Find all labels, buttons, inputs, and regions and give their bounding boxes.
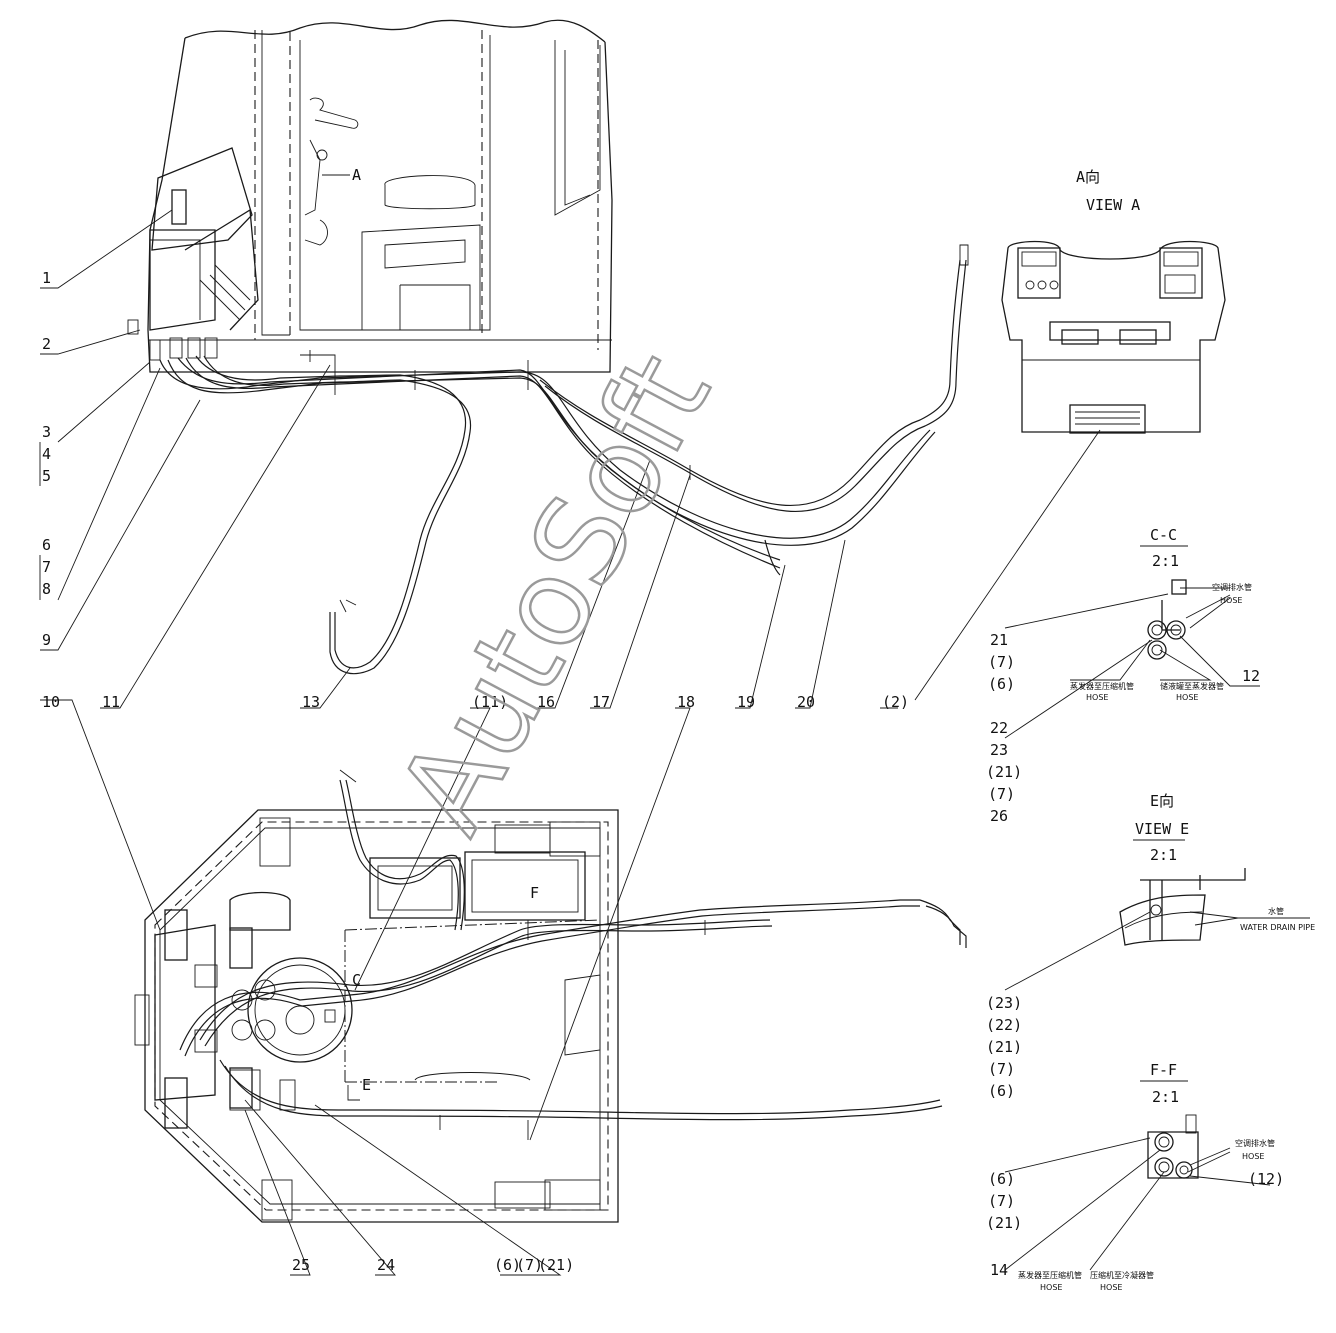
cc-note-drain-en: HOSE xyxy=(1220,596,1242,605)
callout-11-ref: (11) xyxy=(472,693,508,711)
callout-11: 11 xyxy=(102,693,120,711)
callout-13: 13 xyxy=(302,693,320,711)
steering-wheel-icon xyxy=(247,957,353,1063)
callout-6-ref-d: (6) xyxy=(494,1256,521,1274)
callout-23: 23 xyxy=(990,741,1008,759)
section-cc-scale: 2:1 xyxy=(1152,552,1179,570)
view-a-mark: A xyxy=(352,166,361,184)
ff-note-evap-cn: 蒸发器至压缩机管 xyxy=(1018,1270,1082,1280)
callout-7: 7 xyxy=(42,558,51,576)
callout-18: 18 xyxy=(677,693,695,711)
view-a-title-en: VIEW A xyxy=(1086,196,1140,214)
grille-icon xyxy=(1069,404,1146,434)
callout-22-ref: (22) xyxy=(986,1016,1022,1034)
callout-25: 25 xyxy=(292,1256,310,1274)
ff-note-comp-cn: 压缩机至冷凝器管 xyxy=(1090,1270,1154,1280)
callout-21-ref-c: (21) xyxy=(986,1214,1022,1232)
e-note-en: WATER DRAIN PIPE xyxy=(1240,923,1315,932)
callout-14: 14 xyxy=(990,1261,1008,1279)
cc-note-evap-cn: 蒸发器至压缩机管 xyxy=(1070,681,1134,691)
callout-9: 9 xyxy=(42,631,51,649)
cc-note-evap-en: HOSE xyxy=(1086,693,1108,702)
callout-6: 6 xyxy=(42,536,51,554)
vent-plan-bottom-icon xyxy=(164,1077,188,1129)
callout-21-ref-b: (21) xyxy=(986,1038,1022,1056)
view-e: E向 VIEW E 2:1 水管 WATER DRAIN PIPE xyxy=(1004,792,1315,991)
mark-c: C xyxy=(352,971,361,989)
callout-17: 17 xyxy=(592,693,610,711)
view-a: A向 VIEW A xyxy=(914,168,1226,701)
cab-side-view: A xyxy=(127,19,613,373)
callout-19: 19 xyxy=(737,693,755,711)
callout-6-ref-a: (6) xyxy=(988,675,1015,693)
callout-3: 3 xyxy=(42,423,51,441)
view-e-title-cn: E向 xyxy=(1150,792,1174,810)
vent-right-icon xyxy=(1163,251,1199,267)
callout-21-ref-d: (21) xyxy=(538,1256,574,1274)
vent-left-icon xyxy=(1021,251,1057,267)
section-ff: F-F 2:1 空调排水管 HOSE 蒸发器至压缩机管 HOSE 压缩机至冷凝器… xyxy=(1004,1061,1275,1292)
vent-plan-top-icon xyxy=(164,909,188,961)
callout-16: 16 xyxy=(537,693,555,711)
section-cc: C-C 2:1 空调排水管 HOSE 蒸发器至压缩机管 HOSE 储液罐至蒸发器… xyxy=(1004,526,1260,739)
hose-bundle-plan xyxy=(179,769,967,1140)
view-e-title-en: VIEW E xyxy=(1135,820,1189,838)
ff-note-comp-en: HOSE xyxy=(1100,1283,1122,1292)
hose-bundle-top xyxy=(159,244,969,675)
callout-1: 1 xyxy=(42,269,51,287)
view-a-title-cn: A向 xyxy=(1076,168,1100,186)
callout-8: 8 xyxy=(42,580,51,598)
callout-7-ref-c: (7) xyxy=(988,1060,1015,1078)
callout-7-ref-d: (7) xyxy=(988,1192,1015,1210)
callout-21-ref-a: (21) xyxy=(986,763,1022,781)
callouts: 1 2 3 4 5 6 7 8 9 10 11 13 (11) 16 17 18… xyxy=(39,209,1284,1279)
callout-6-ref-b: (6) xyxy=(988,1082,1015,1100)
watermark: AutoSoft xyxy=(373,333,738,853)
cc-note-receiver-en: HOSE xyxy=(1176,693,1198,702)
cc-note-receiver-cn: 储液罐至蒸发器管 xyxy=(1160,681,1224,691)
callout-12-ref: (12) xyxy=(1248,1170,1284,1188)
ff-note-drain-en: HOSE xyxy=(1242,1152,1264,1161)
callout-2-ref: (2) xyxy=(882,693,909,711)
cab-plan-view: C F E xyxy=(134,809,619,1223)
callout-24: 24 xyxy=(377,1256,395,1274)
callout-4: 4 xyxy=(42,445,51,463)
callout-12: 12 xyxy=(1242,667,1260,685)
callout-2: 2 xyxy=(42,335,51,353)
callout-7-ref-e: (7) xyxy=(516,1256,543,1274)
vent-grille-icon xyxy=(171,189,187,225)
callout-7-ref-b: (7) xyxy=(988,785,1015,803)
callout-6-ref-c: (6) xyxy=(988,1170,1015,1188)
ff-note-drain-cn: 空调排水管 xyxy=(1235,1138,1275,1148)
mark-f: F xyxy=(530,884,539,902)
callout-26: 26 xyxy=(990,807,1008,825)
callout-22: 22 xyxy=(990,719,1008,737)
callout-21: 21 xyxy=(990,631,1008,649)
section-cc-title: C-C xyxy=(1150,526,1177,544)
vent-center-left-icon xyxy=(1061,329,1099,345)
ff-note-evap-en: HOSE xyxy=(1040,1283,1062,1292)
callout-23-ref: (23) xyxy=(986,994,1022,1012)
callout-7-ref-a: (7) xyxy=(988,653,1015,671)
section-ff-scale: 2:1 xyxy=(1152,1088,1179,1106)
callout-10: 10 xyxy=(42,693,60,711)
view-e-scale: 2:1 xyxy=(1150,846,1177,864)
vent-center-right-icon xyxy=(1119,329,1157,345)
callout-5: 5 xyxy=(42,467,51,485)
mark-e: E xyxy=(362,1076,371,1094)
callout-20: 20 xyxy=(797,693,815,711)
cc-note-drain-cn: 空调排水管 xyxy=(1212,582,1252,592)
section-ff-title: F-F xyxy=(1150,1061,1177,1079)
e-note-cn: 水管 xyxy=(1268,906,1284,916)
